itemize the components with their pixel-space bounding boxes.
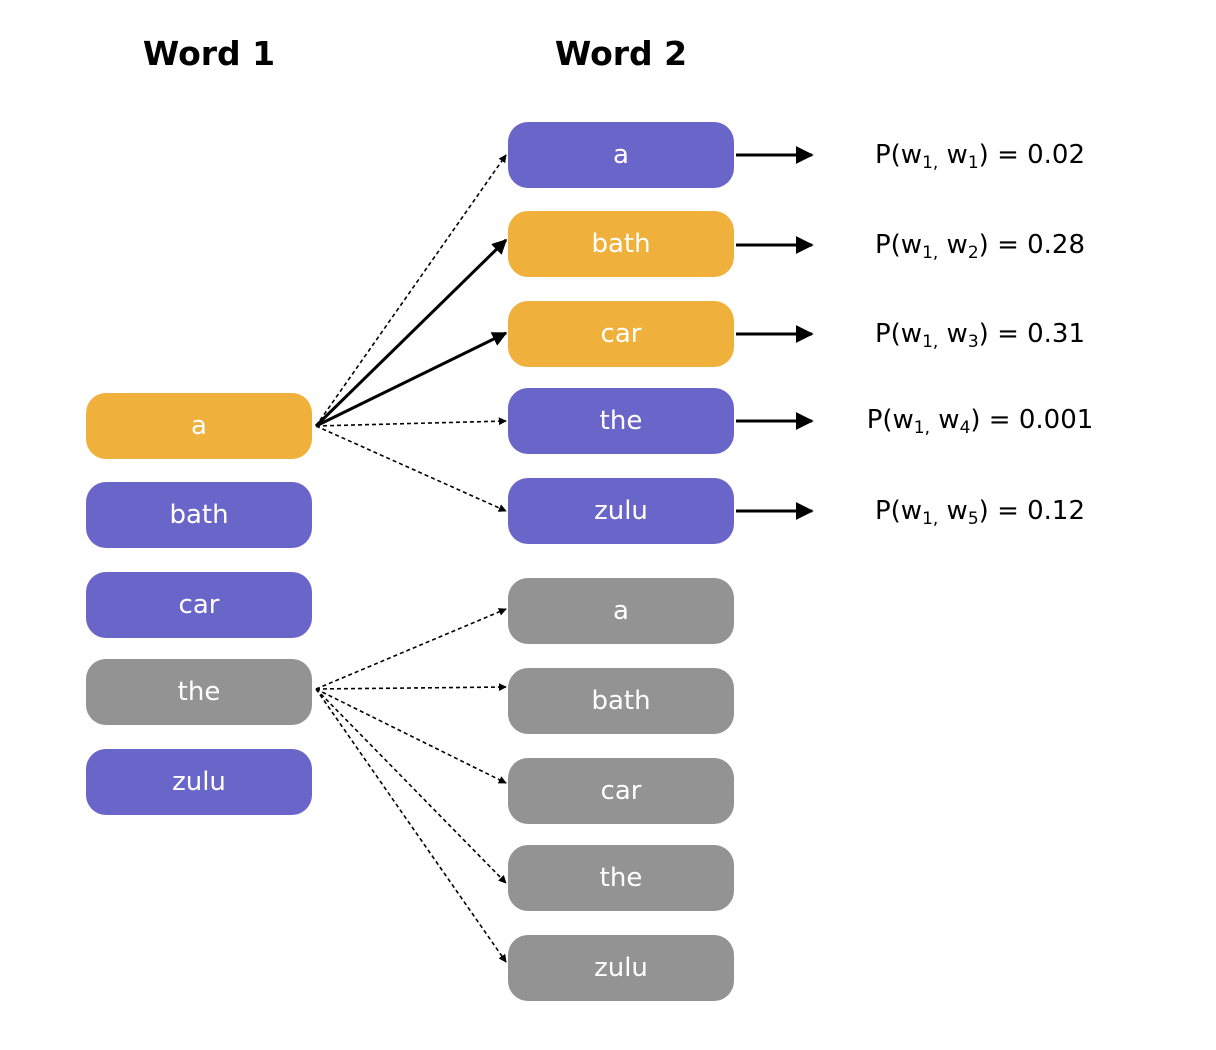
- edge-a-to-zulu: [315, 425, 507, 512]
- word2-a-node-car: car: [508, 301, 734, 367]
- word2-a-node-bath: bath: [508, 211, 734, 277]
- word1-node-the: the: [86, 659, 312, 725]
- word2-a-node-a: a: [508, 122, 734, 188]
- word2-the-node-a: a: [508, 578, 734, 644]
- edge-the-to-car: [315, 688, 507, 784]
- word1-node-zulu: zulu: [86, 749, 312, 815]
- word2-a-node-zulu: zulu: [508, 478, 734, 544]
- edge-a-to-car: [315, 331, 508, 428]
- word2-the-node-car: car: [508, 758, 734, 824]
- word2-a-node-the: the: [508, 388, 734, 454]
- word2-the-node-zulu: zulu: [508, 935, 734, 1001]
- word1-node-car: car: [86, 572, 312, 638]
- edge-a-to-bath: [314, 238, 508, 428]
- probability-label-5: P(w1, w5) = 0.12: [874, 496, 1086, 529]
- edge-a-to-a: [315, 154, 507, 427]
- edge-the-to-bath: [315, 683, 507, 692]
- probability-label-4: P(w1, w4) = 0.001: [866, 405, 1094, 438]
- edge-the-to-a: [315, 608, 507, 690]
- word2-title: Word 2: [554, 34, 688, 73]
- word1-title: Word 1: [142, 34, 276, 73]
- probability-label-3: P(w1, w3) = 0.31: [874, 319, 1086, 352]
- probability-label-2: P(w1, w2) = 0.28: [874, 230, 1086, 263]
- word1-node-a: a: [86, 393, 312, 459]
- word1-node-bath: bath: [86, 482, 312, 548]
- edge-the-to-zulu: [315, 688, 507, 963]
- probability-label-1: P(w1, w1) = 0.02: [874, 140, 1086, 173]
- word2-the-node-the: the: [508, 845, 734, 911]
- edge-a-to-the: [315, 417, 507, 427]
- edge-the-to-the: [315, 688, 507, 884]
- word2-the-node-bath: bath: [508, 668, 734, 734]
